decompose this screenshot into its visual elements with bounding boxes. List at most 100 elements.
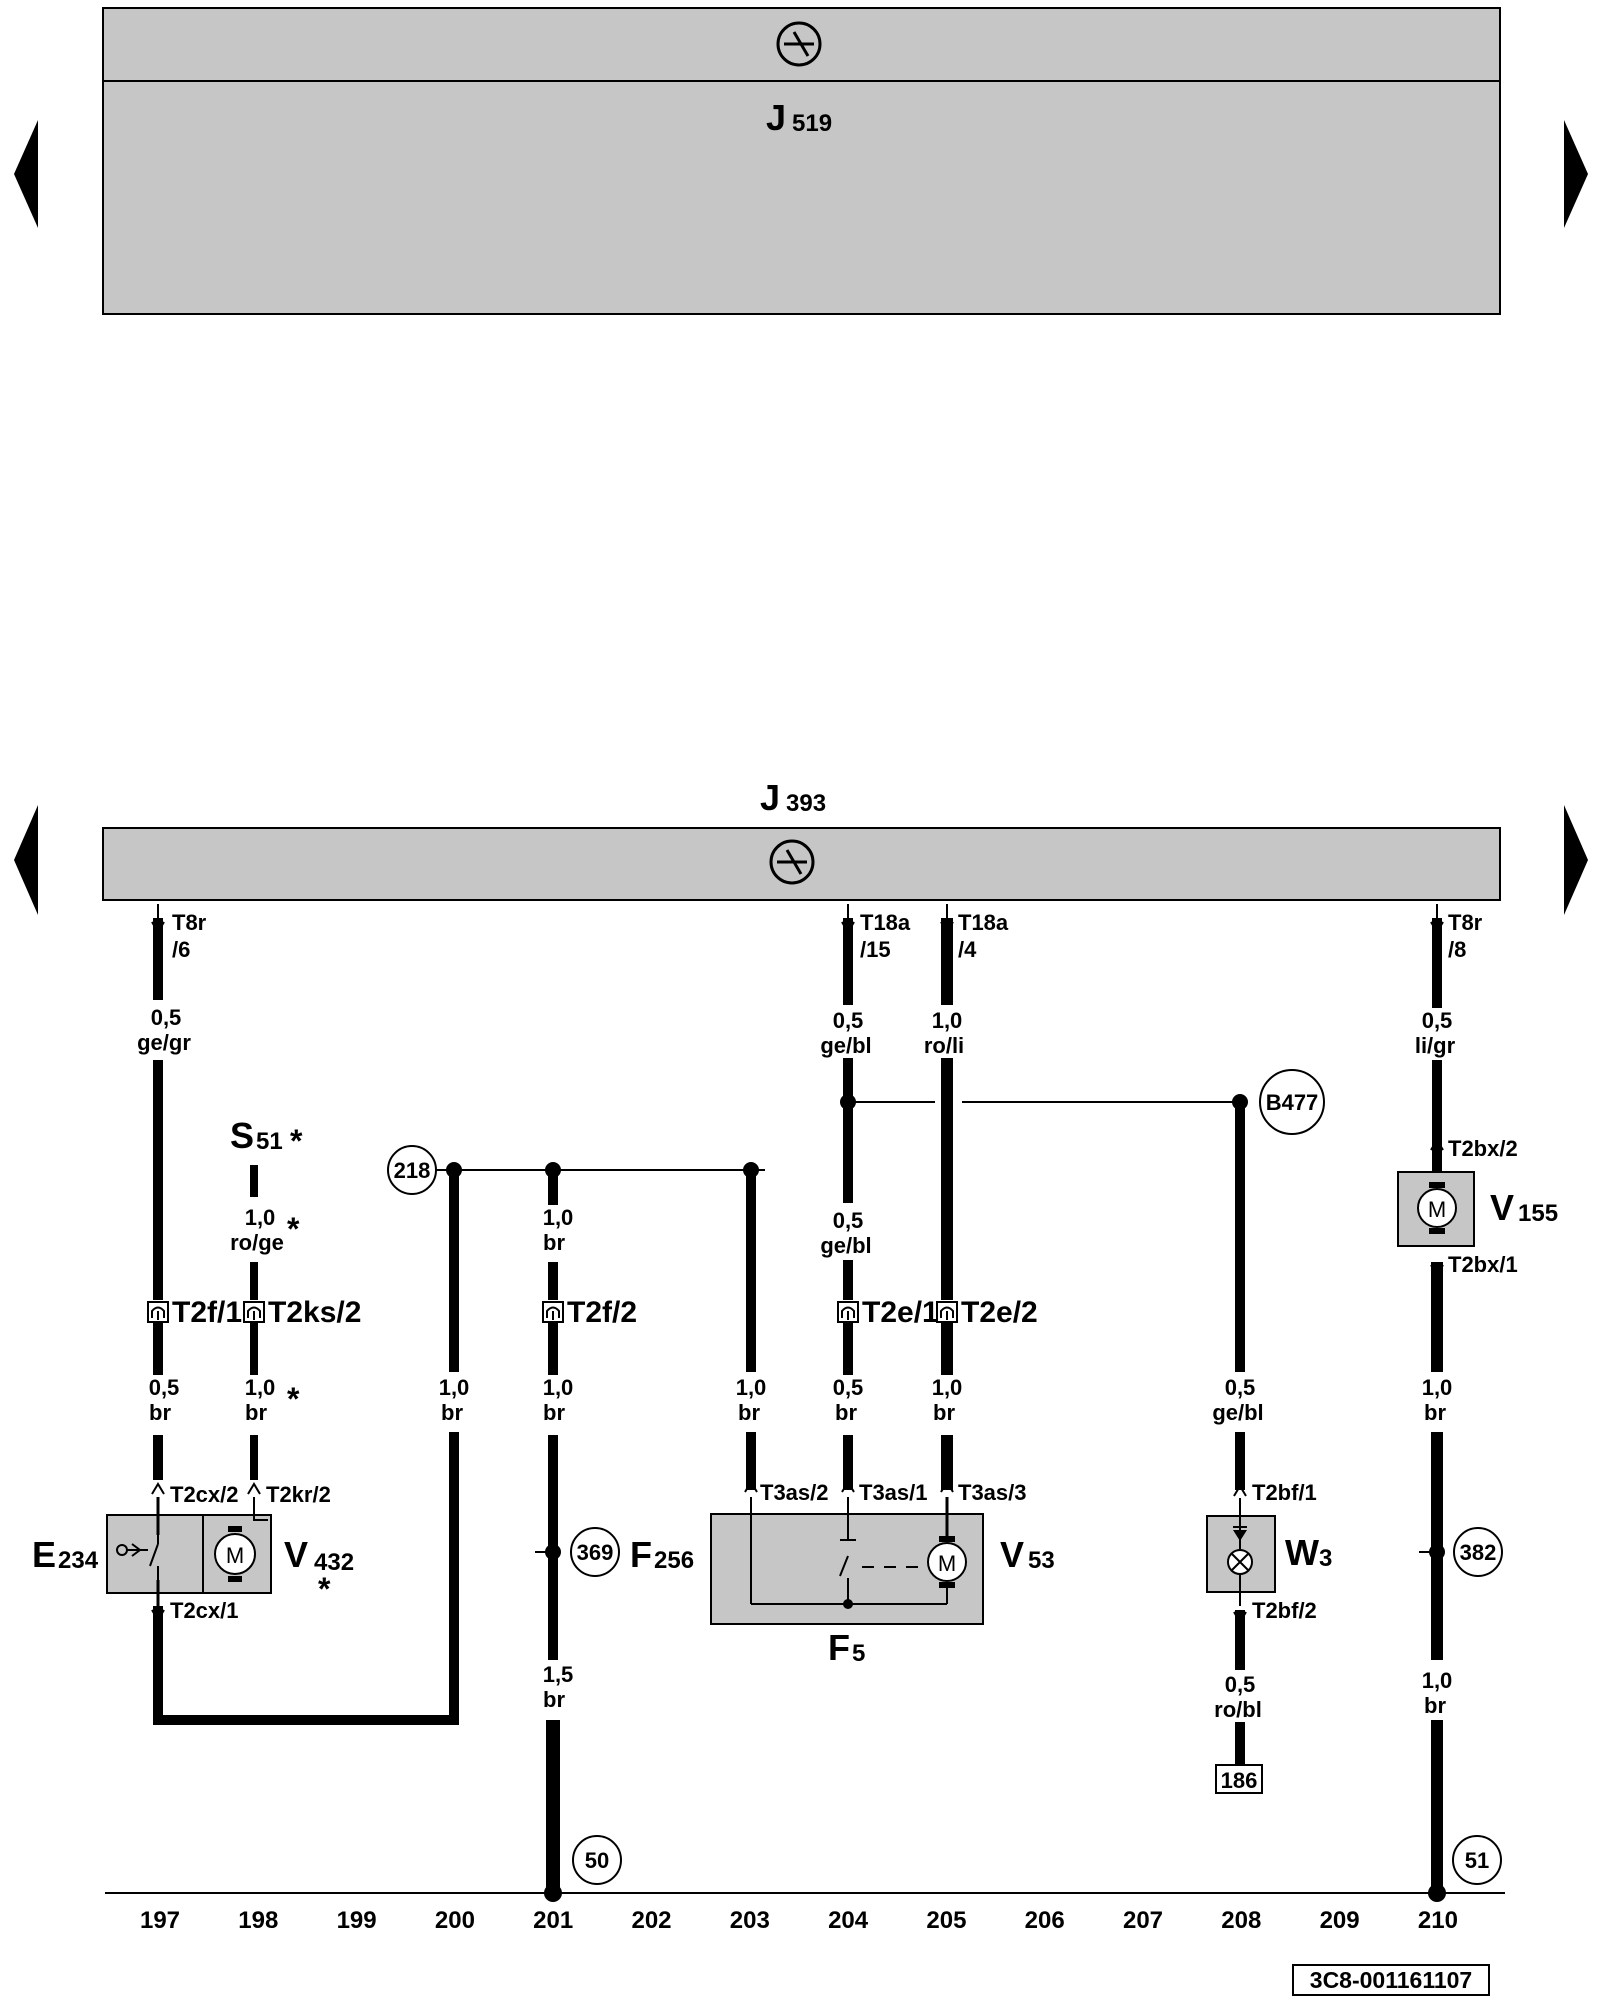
reference-markers: 218 369 382 50 51 B477 186 — [387, 1069, 1503, 1885]
pin-t2f-2: T2f/2 — [567, 1296, 637, 1329]
pin-t3as-2: T3as/2 — [760, 1480, 829, 1505]
pin-t2bf-1: T2bf/1 — [1252, 1480, 1317, 1505]
ref-382[interactable]: 382 — [1453, 1527, 1503, 1577]
wire-198b-color: br — [245, 1400, 267, 1425]
label-v432-number: 432 — [314, 1549, 354, 1576]
ruler-column-209: 209 — [1320, 1907, 1360, 1934]
pin-t3as-1: T3as/1 — [859, 1480, 928, 1505]
motor-v53-icon: M — [927, 1536, 967, 1588]
svg-text:*: * — [287, 1381, 300, 1417]
pin-t8r-6-b: /6 — [172, 937, 190, 962]
ref-369[interactable]: 369 — [570, 1527, 620, 1577]
wire-201c-size: 1,5 — [543, 1662, 574, 1687]
label-f5-letter: F — [828, 1627, 850, 1668]
pin-t2cx-1: T2cx/1 — [170, 1598, 239, 1623]
wire-198a-color: ro/ge — [230, 1230, 284, 1255]
module-j393: J 393 — [102, 777, 1501, 901]
next-page-arrow-icon-lower[interactable] — [1564, 805, 1588, 915]
ruler-column-205: 205 — [926, 1907, 966, 1934]
wire-204b-size: 0,5 — [833, 1208, 864, 1233]
wire-208b-size: 0,5 — [1225, 1672, 1256, 1697]
wire-208a-color: ge/bl — [1212, 1400, 1263, 1425]
label-f256-number: 256 — [654, 1547, 694, 1574]
label-v155-letter: V — [1490, 1187, 1514, 1228]
svg-text:382: 382 — [1460, 1540, 1497, 1565]
motor-v155-label: M — [1428, 1197, 1446, 1222]
wire-197b-color: br — [149, 1400, 171, 1425]
ruler-column-200: 200 — [435, 1907, 475, 1934]
prev-page-arrow-icon[interactable] — [14, 120, 38, 228]
wire-210b-color: br — [1424, 1400, 1446, 1425]
label-w3-number: 3 — [1319, 1545, 1332, 1572]
wire-201b-color: br — [543, 1400, 565, 1425]
svg-text:186: 186 — [1221, 1768, 1258, 1793]
label-f256-letter: F — [630, 1534, 652, 1575]
wire-197b-size: 0,5 — [149, 1375, 180, 1400]
wire-198a-size: 1,0 — [245, 1205, 276, 1230]
wire-201a-color: br — [543, 1230, 565, 1255]
document-id-box: 3C8-001161107 — [1292, 1964, 1490, 1996]
pin-t2bf-2: T2bf/2 — [1252, 1598, 1317, 1623]
wire-198b-size: 1,0 — [245, 1375, 276, 1400]
ref-b477[interactable]: B477 — [1259, 1069, 1325, 1135]
module-j393-number: 393 — [786, 790, 826, 817]
pin-t2e-1: T2e/1 — [862, 1296, 939, 1329]
label-f5-number: 5 — [852, 1640, 865, 1667]
component-labels: S 51 E 234 V 432 F 256 V 53 F 5 W 3 V 15… — [32, 1115, 1558, 1668]
pin-arrow-icons — [151, 904, 1444, 934]
wire-200-color: br — [441, 1400, 463, 1425]
wire-205a-color: ro/li — [924, 1033, 964, 1058]
wire-204c-color: br — [835, 1400, 857, 1425]
label-w3-letter: W — [1285, 1532, 1319, 1573]
pin-t2cx-2: T2cx/2 — [170, 1482, 239, 1507]
module-j393-letter: J — [760, 777, 780, 818]
ruler-column-203: 203 — [730, 1907, 770, 1934]
component-e234-v432: M — [106, 1497, 272, 1606]
ruler-column-208: 208 — [1221, 1907, 1261, 1934]
wire-204c-size: 0,5 — [833, 1375, 864, 1400]
ruler-column-202: 202 — [631, 1907, 671, 1934]
connector-stubs — [153, 1322, 953, 1375]
pin-t18a-15-b: /15 — [860, 937, 891, 962]
control-unit-symbol-icon — [776, 21, 822, 67]
diode-icon — [1233, 1530, 1247, 1541]
wire-210a-color: li/gr — [1415, 1033, 1456, 1058]
pin-t8r-8-a: T8r — [1448, 910, 1483, 935]
label-v432-letter: V — [284, 1534, 308, 1575]
wire-210c-color: br — [1424, 1693, 1446, 1718]
wire-205a-size: 1,0 — [932, 1008, 963, 1033]
ruler-column-199: 199 — [337, 1907, 377, 1934]
motor-v155-icon: M — [1417, 1182, 1457, 1234]
wire-200-size: 1,0 — [439, 1375, 470, 1400]
connector-icons — [147, 1301, 958, 1323]
ref-218[interactable]: 218 — [387, 1145, 437, 1195]
svg-text:*: * — [290, 1123, 303, 1159]
prev-page-arrow-icon-lower[interactable] — [14, 805, 38, 915]
wire-201a-size: 1,0 — [543, 1205, 574, 1230]
svg-text:B477: B477 — [1266, 1090, 1319, 1115]
ruler-column-210: 210 — [1418, 1907, 1458, 1934]
wire-204a-size: 0,5 — [833, 1008, 864, 1033]
pin-t2ks-2: T2ks/2 — [268, 1296, 361, 1329]
pin-t2bx-1: T2bx/1 — [1448, 1252, 1518, 1277]
module-j519-number: 519 — [792, 110, 832, 137]
ruler-column-204: 204 — [828, 1907, 869, 1934]
wire-201b-size: 1,0 — [543, 1375, 574, 1400]
junction-dots — [446, 1094, 1446, 1902]
wire-203-size: 1,0 — [736, 1375, 767, 1400]
pin-t3as-3: T3as/3 — [958, 1480, 1027, 1505]
label-e234-number: 234 — [58, 1547, 99, 1574]
wire-205b-size: 1,0 — [932, 1375, 963, 1400]
ref-51[interactable]: 51 — [1452, 1835, 1502, 1885]
ruler-column-198: 198 — [238, 1907, 278, 1934]
label-v53-number: 53 — [1028, 1547, 1055, 1574]
label-s51-letter: S — [230, 1115, 254, 1156]
ruler-column-197: 197 — [140, 1907, 180, 1934]
ref-186[interactable]: 186 — [1215, 1764, 1263, 1794]
pin-t18a-4-a: T18a — [958, 910, 1009, 935]
ref-50[interactable]: 50 — [572, 1835, 622, 1885]
next-page-arrow-icon[interactable] — [1564, 120, 1588, 228]
wire-labels: 0,5 ge/gr 0,5 br 1,0 ro/ge 1,0 br 1,0 br… — [137, 1005, 1456, 1722]
wire-208b-color: ro/bl — [1214, 1697, 1262, 1722]
